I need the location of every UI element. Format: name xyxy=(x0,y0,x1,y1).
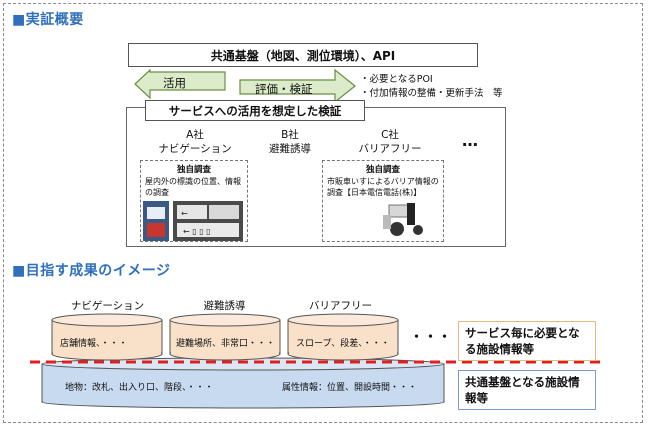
verification-ellipsis: … xyxy=(462,131,479,150)
note-item: ・必要となるPOI xyxy=(360,74,433,85)
survey-c-label: 独自調査 xyxy=(365,165,400,175)
base-features-text: 地物：改札、出入り口、階段、・・・ xyxy=(65,383,214,393)
company-a: A社 xyxy=(186,129,204,141)
column-a-header: A社 ナビゲーション xyxy=(145,128,245,156)
survey-a-label: 独自調査 xyxy=(176,165,211,175)
svg-text:←: ← xyxy=(181,209,188,218)
platform-box: 共通基盤（地図、測位環境）、API xyxy=(128,43,478,67)
note-item: ・付加情報の整備・更新手法 等 xyxy=(360,88,503,99)
wheelchair-photo xyxy=(383,203,423,236)
base-platform xyxy=(41,357,445,409)
eval-arrow-label: 評価・検証 xyxy=(255,82,313,96)
service-label-evacuation: 避難誘導 xyxy=(203,300,246,312)
cylinder-barrierfree xyxy=(287,313,399,361)
column-c-header: C社 バリアフリー xyxy=(335,128,445,156)
service-a: ナビゲーション xyxy=(158,143,232,155)
survey-box-a: 独自調査 屋内外の標識の位置、情報の調査 ← ← ▯ ▯ ▯ xyxy=(140,160,248,242)
service-info-box: サービス毎に必要となる施設情報等 xyxy=(458,321,596,361)
cylinder-barrierfree-text: スロープ、段差、・・・ xyxy=(296,339,390,349)
survey-box-c: 独自調査 市販車いすによるバリア情報の調査【日本電信電話(株)】 xyxy=(322,160,444,242)
cylinder-evacuation xyxy=(169,313,281,361)
service-label-barrierfree: バリアフリー xyxy=(309,300,372,312)
survey-a-text: 屋内外の標識の位置、情報の調査 xyxy=(145,177,241,197)
section-heading-results: ■目指す成果のイメージ xyxy=(12,263,171,279)
use-arrow xyxy=(134,68,226,100)
eval-arrow xyxy=(239,68,356,104)
results-diagram xyxy=(30,313,605,409)
service-label-navigation: ナビゲーション xyxy=(70,300,145,312)
company-b: B社 xyxy=(281,129,299,141)
section-heading-overview: ■実証概要 xyxy=(12,12,84,28)
service-b: 避難誘導 xyxy=(269,143,311,155)
use-arrow-label: 活用 xyxy=(163,76,186,90)
outer-frame xyxy=(3,3,643,423)
common-info-box: 共通基盤となる施設情報等 xyxy=(458,370,596,410)
company-c: C社 xyxy=(381,129,399,141)
verification-title: サービスへの活用を想定した検証 xyxy=(145,100,365,121)
base-attributes-text: 属性情報：位置、開設時間・・・ xyxy=(282,383,418,393)
signage-photo: ← ← ▯ ▯ ▯ xyxy=(143,201,243,241)
arrows-graphic xyxy=(134,68,356,104)
svg-text:← ▯ ▯ ▯: ← ▯ ▯ ▯ xyxy=(183,227,211,236)
services-ellipsis: ・・・ xyxy=(410,330,453,345)
cylinder-navigation xyxy=(51,313,163,361)
cylinder-evacuation-text: 避難場所、非常口・・・ xyxy=(176,339,276,349)
notes-list: ・必要となるPOI ・付加情報の整備・更新手法 等 xyxy=(360,73,503,101)
survey-c-text: 市販車いすによるバリア情報の調査【日本電信電話(株)】 xyxy=(327,177,439,197)
service-c: バリアフリー xyxy=(358,143,422,155)
column-b-header: B社 避難誘導 xyxy=(240,128,340,156)
cylinder-navigation-text: 店舗情報、・・・ xyxy=(60,339,128,349)
